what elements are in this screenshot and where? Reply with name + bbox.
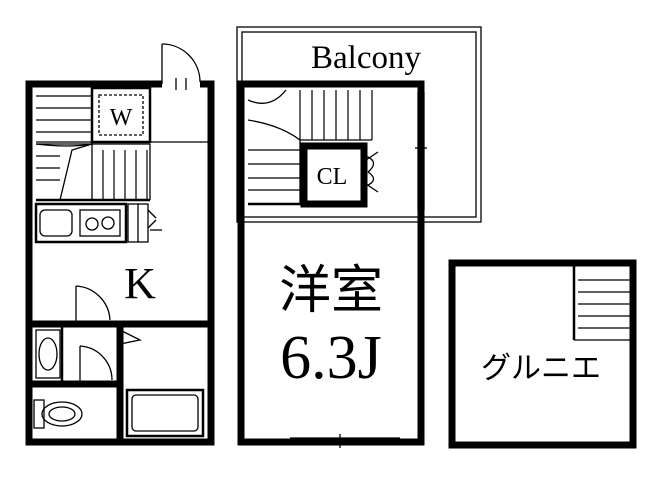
washer-space: W — [90, 86, 152, 144]
western-room-wall — [237, 80, 425, 446]
balcony: Balcony — [236, 26, 482, 223]
wash-basin — [35, 329, 61, 379]
kitchen-label: K — [124, 259, 156, 308]
room-stairs — [247, 89, 373, 206]
loft: グルニエ — [448, 259, 637, 449]
loft-wall — [448, 259, 637, 449]
washer-label: W — [110, 105, 133, 131]
balcony-label: Balcony — [311, 40, 421, 76]
loft-label: グルニエ — [481, 351, 601, 386]
closet-label: CL — [317, 164, 348, 190]
toilet-fixture — [33, 399, 83, 429]
balcony-outer-rail — [236, 26, 482, 223]
washroom-door — [75, 285, 111, 322]
washer-dashed-outline — [98, 94, 144, 136]
western-room: CL 洋室 6.3J — [237, 80, 427, 448]
washer-box — [90, 86, 152, 144]
side-window — [415, 92, 427, 210]
room-name-label: 洋室 — [279, 261, 383, 321]
left-unit: W K — [25, 43, 215, 446]
sink-icon — [39, 209, 73, 237]
room-size-label: 6.3J — [280, 324, 382, 392]
stove-icon — [79, 209, 121, 237]
entrance-door — [161, 43, 201, 90]
bottom-window — [290, 434, 400, 448]
bathtub — [125, 388, 205, 438]
partition-mark — [119, 329, 142, 345]
kitchen-counter — [34, 202, 162, 244]
loft-ladder — [572, 266, 630, 341]
left-stairs — [35, 88, 208, 202]
closet-wall — [300, 142, 368, 208]
closet: CL — [300, 142, 379, 208]
toilet-door — [79, 345, 113, 382]
counter-box — [34, 202, 128, 244]
